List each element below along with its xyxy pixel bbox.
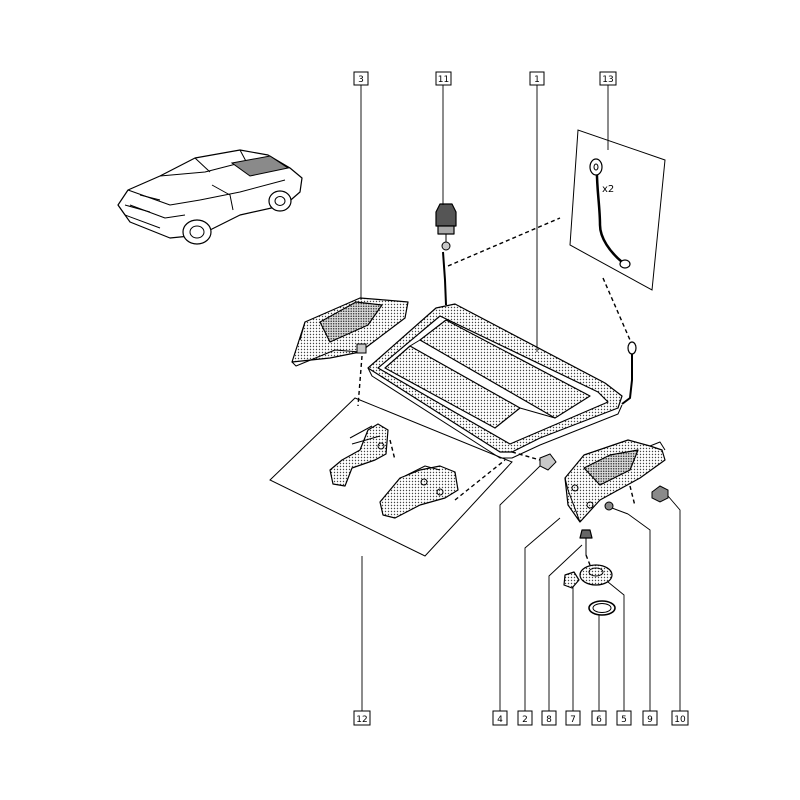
svg-text:13: 13	[602, 75, 613, 85]
callout-13: 13	[599, 71, 617, 86]
callout-2: 2	[517, 710, 533, 726]
callout-3: 3	[353, 71, 369, 86]
wire-to-bulb	[442, 251, 447, 306]
svg-text:10: 10	[674, 715, 686, 725]
svg-text:2: 2	[522, 715, 528, 725]
bulb-11	[435, 203, 457, 251]
fastener-10	[651, 485, 669, 503]
svg-text:12: 12	[356, 715, 367, 725]
quantity-label: x2	[602, 184, 614, 195]
callout-6: 6	[591, 710, 607, 726]
strap-13: x2	[569, 129, 666, 291]
assembly-lines	[357, 217, 636, 566]
screw-8	[579, 529, 593, 555]
svg-text:5: 5	[621, 715, 627, 725]
svg-text:8: 8	[546, 715, 552, 725]
callout-8: 8	[541, 710, 557, 726]
car-illustration	[117, 149, 303, 245]
parcel-shelf	[367, 303, 623, 459]
nut-7	[563, 571, 580, 589]
strap-installed	[621, 341, 637, 405]
right-side-bracket	[564, 439, 666, 523]
screw-9	[604, 501, 629, 515]
ring-6	[588, 600, 616, 616]
svg-text:4: 4	[497, 715, 503, 725]
svg-text:3: 3	[358, 75, 364, 85]
callout-1: 1	[529, 71, 545, 86]
svg-text:6: 6	[596, 715, 602, 725]
svg-text:9: 9	[647, 715, 653, 725]
callout-4: 4	[492, 710, 508, 726]
clip-4	[539, 453, 557, 471]
callout-5: 5	[616, 710, 632, 726]
callout-7: 7	[565, 710, 581, 726]
callout-10: 10	[671, 710, 689, 726]
left-side-bracket	[291, 297, 409, 367]
callout-9: 9	[642, 710, 658, 726]
leader-lines	[360, 84, 681, 711]
callout-12: 12	[353, 710, 371, 726]
svg-text:11: 11	[438, 75, 449, 85]
callout-11: 11	[435, 71, 452, 86]
svg-text:1: 1	[534, 75, 540, 85]
svg-text:7: 7	[570, 715, 576, 725]
hinge-kit-frame	[269, 397, 513, 557]
grommet-5	[579, 564, 613, 586]
